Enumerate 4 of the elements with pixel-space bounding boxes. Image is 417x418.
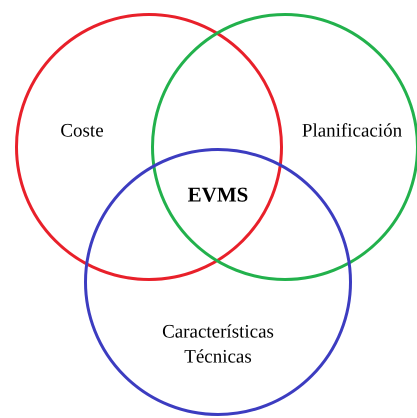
- set-label: Planificación: [300, 120, 404, 144]
- set-label: Coste: [59, 120, 105, 144]
- set-label: Características Técnicas: [161, 320, 275, 369]
- intersection-label: EVMS: [188, 182, 248, 208]
